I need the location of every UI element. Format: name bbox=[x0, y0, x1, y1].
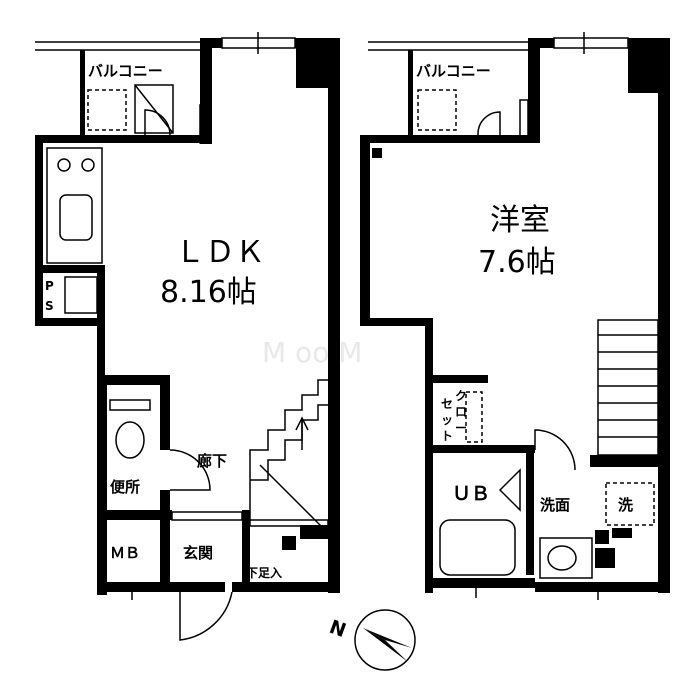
entrance-door bbox=[179, 591, 233, 641]
toilet-label: 便所 bbox=[110, 478, 140, 496]
unit-bath-label: ＵＢ bbox=[452, 483, 490, 505]
ldk-size: 8.16帖 bbox=[160, 275, 257, 310]
floor1-stairs bbox=[249, 379, 329, 531]
hallway-label: 廊下 bbox=[197, 452, 227, 470]
room-name: 洋室 bbox=[490, 203, 550, 238]
kitchen-sink bbox=[59, 194, 93, 241]
watermark: M oo M bbox=[262, 336, 362, 369]
compass: N bbox=[326, 609, 416, 671]
closet-char-6: ー bbox=[455, 421, 467, 435]
floor2-balcony-label: バルコニー bbox=[416, 62, 491, 80]
stove-burner-right bbox=[81, 158, 95, 172]
closet-char-4: ク bbox=[455, 389, 467, 403]
mb-label: ＭＢ bbox=[110, 544, 140, 562]
closet-char-2: ッ bbox=[441, 413, 453, 427]
washroom-label: 洗面 bbox=[540, 496, 570, 514]
floor2-plan: バルコニー 洋室 7.6帖 セ ッ ト ク ロ ー ＵＢ bbox=[360, 32, 670, 600]
washroom-door bbox=[534, 429, 576, 471]
floor2-stairs bbox=[597, 319, 659, 456]
toilet-door bbox=[169, 449, 211, 491]
ps-label-p: P bbox=[45, 279, 54, 293]
kitchen-counter bbox=[46, 147, 103, 264]
bathtub bbox=[439, 519, 516, 576]
floor1-ac-unit bbox=[87, 89, 127, 131]
ldk-name: ＬＤＫ bbox=[175, 235, 265, 270]
closet-char-1: セ bbox=[441, 397, 453, 411]
shoe-storage-label: 下足入 bbox=[246, 566, 282, 580]
floor2-balcony-railing bbox=[368, 41, 530, 51]
ps-label-s: S bbox=[45, 299, 54, 313]
toilet-bowl bbox=[115, 421, 145, 459]
washer-label: 洗 bbox=[618, 496, 633, 514]
floor2-window bbox=[553, 37, 629, 49]
stove-burner-left bbox=[57, 158, 71, 172]
north-label: N bbox=[326, 616, 348, 642]
wash-basin bbox=[539, 537, 593, 579]
floor1-plan: P S 便所 廊下 ＭＢ 玄関 下足入 bbox=[35, 32, 340, 641]
closet-char-3: ト bbox=[441, 429, 453, 443]
floor1-balcony-railing bbox=[35, 41, 205, 51]
floor1-balcony-label: バルコニー bbox=[88, 62, 163, 80]
closet-char-5: ロ bbox=[455, 405, 467, 419]
entrance-label: 玄関 bbox=[183, 544, 213, 562]
washer-space bbox=[605, 482, 655, 526]
floor2-ac-unit bbox=[417, 89, 457, 131]
room-size: 7.6帖 bbox=[478, 245, 556, 280]
